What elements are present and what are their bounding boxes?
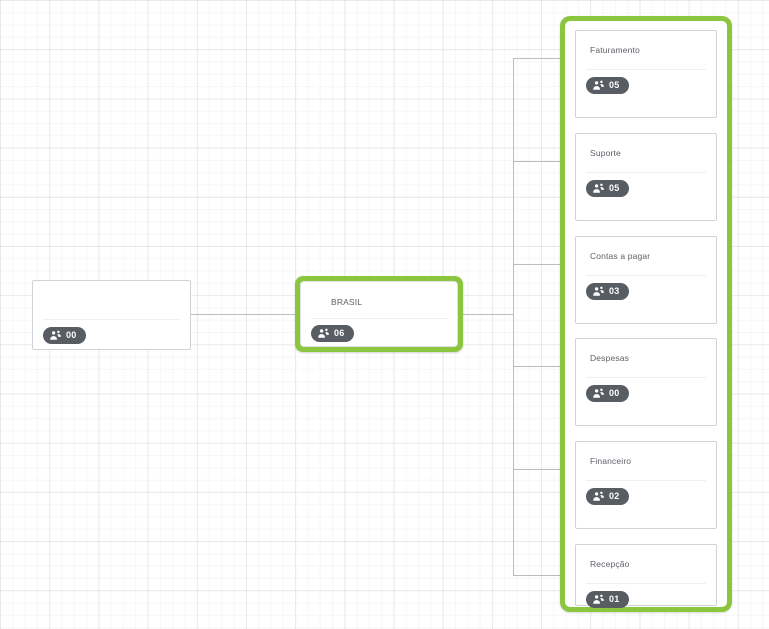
- node-department-3[interactable]: Contas a pagar 03: [575, 236, 717, 324]
- node-department-5[interactable]: Financeiro 02: [575, 441, 717, 529]
- node-department-1-divider: [586, 69, 706, 70]
- node-department-4-title: Despesas: [590, 353, 629, 363]
- node-department-1-title: Faturamento: [590, 45, 640, 55]
- node-department-2-title: Suporte: [590, 148, 621, 158]
- node-department-2[interactable]: Suporte 05: [575, 133, 717, 221]
- node-department-3-member-badge[interactable]: 03: [586, 283, 629, 300]
- node-department-2-member-count: 05: [609, 183, 620, 193]
- node-root-member-count: 00: [66, 330, 77, 340]
- users-group-icon: [593, 286, 604, 296]
- connector-branch-2: [513, 161, 560, 162]
- users-group-icon: [50, 330, 61, 340]
- node-department-1-member-count: 05: [609, 80, 620, 90]
- node-brasil-inner: BRASIL 06: [300, 281, 458, 347]
- connector-branch-6: [513, 575, 560, 576]
- node-brasil[interactable]: BRASIL 06: [295, 276, 463, 352]
- connector-branch-3: [513, 264, 560, 265]
- node-department-3-title: Contas a pagar: [590, 251, 651, 261]
- node-root[interactable]: 00: [32, 280, 191, 350]
- connector-trunk-vertical: [513, 58, 514, 576]
- node-department-3-member-count: 03: [609, 286, 620, 296]
- node-department-4[interactable]: Despesas 00: [575, 338, 717, 426]
- node-department-2-divider: [586, 172, 706, 173]
- connector-country-to-trunk: [463, 314, 514, 315]
- connector-branch-1: [513, 58, 560, 59]
- users-group-icon: [593, 80, 604, 90]
- users-group-icon: [593, 183, 604, 193]
- connector-branch-5: [513, 469, 560, 470]
- node-brasil-member-count: 06: [334, 328, 345, 338]
- users-group-icon: [593, 388, 604, 398]
- node-department-6-title: Recepção: [590, 559, 630, 569]
- node-department-3-divider: [586, 275, 706, 276]
- node-brasil-divider: [311, 318, 447, 319]
- node-department-4-member-count: 00: [609, 388, 620, 398]
- department-group-frame[interactable]: Faturamento 05 Suporte: [560, 16, 732, 612]
- node-brasil-member-badge[interactable]: 06: [311, 325, 354, 342]
- node-department-6-divider: [586, 583, 706, 584]
- node-department-6[interactable]: Recepção 01: [575, 544, 717, 608]
- node-root-divider: [43, 319, 180, 320]
- node-department-4-divider: [586, 377, 706, 378]
- users-group-icon: [318, 328, 329, 338]
- node-department-5-divider: [586, 480, 706, 481]
- connector-root-to-country: [191, 314, 295, 315]
- node-department-5-member-badge[interactable]: 02: [586, 488, 629, 505]
- node-department-5-title: Financeiro: [590, 456, 632, 466]
- node-brasil-title: BRASIL: [331, 297, 363, 307]
- node-root-member-badge[interactable]: 00: [43, 327, 86, 344]
- node-department-1-member-badge[interactable]: 05: [586, 77, 629, 94]
- connector-branch-4: [513, 366, 560, 367]
- users-group-icon: [593, 491, 604, 501]
- users-group-icon: [593, 594, 604, 604]
- node-department-4-member-badge[interactable]: 00: [586, 385, 629, 402]
- node-department-6-member-count: 01: [609, 594, 620, 604]
- node-department-2-member-badge[interactable]: 05: [586, 180, 629, 197]
- node-department-5-member-count: 02: [609, 491, 620, 501]
- node-department-6-member-badge[interactable]: 01: [586, 591, 629, 608]
- node-department-1[interactable]: Faturamento 05: [575, 30, 717, 118]
